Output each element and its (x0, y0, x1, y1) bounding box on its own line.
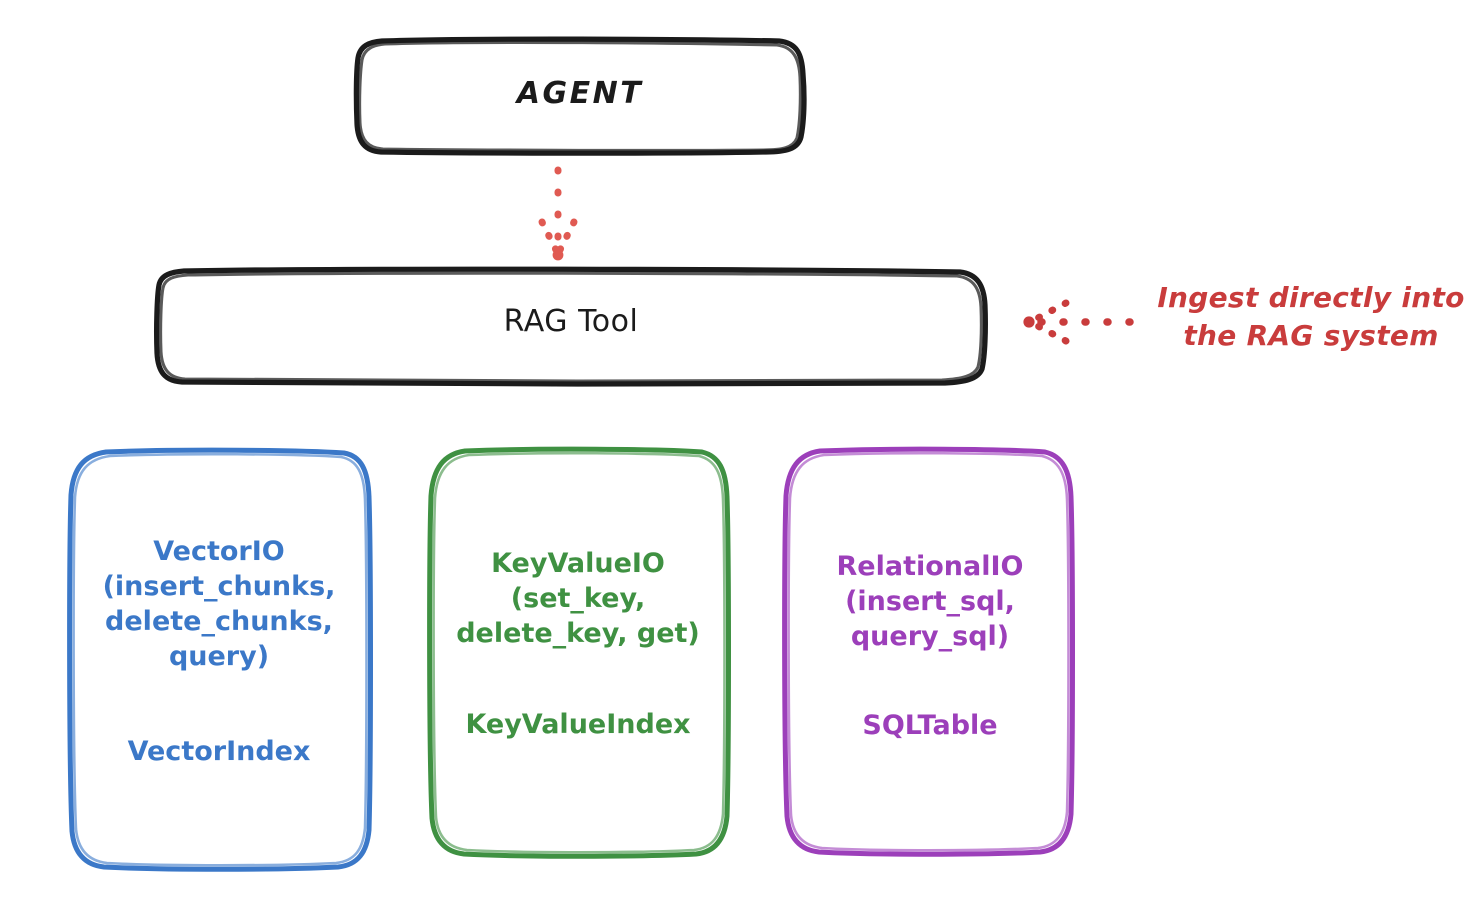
relational-io-box-sketch-overlay (787, 451, 1070, 852)
agent-box-outline (353, 36, 807, 156)
vector-io-box-sketch-overlay (72, 452, 368, 867)
agent-to-rag-tool-connector (538, 166, 578, 261)
rag-tool-box-sketch-overlay (159, 271, 983, 383)
ingest-arrowhead-tip (1023, 316, 1035, 328)
arrowhead-right-wing (555, 218, 578, 256)
key-value-io-box-sketch-overlay (432, 451, 726, 854)
ingest-arrowhead-bottom-wing (1030, 320, 1070, 345)
arrowhead-tip (552, 249, 564, 261)
ingest-annotation-text: Ingest directly into the RAG system (1157, 281, 1465, 353)
vector-io-node[interactable] (67, 447, 373, 872)
key-value-io-node[interactable] (427, 446, 731, 859)
rag-tool-box-outline (154, 266, 988, 387)
arrowhead-left-wing (538, 218, 561, 256)
key-value-io-box-outline (427, 446, 731, 859)
agent-node[interactable] (353, 36, 807, 156)
ingest-arrowhead-top-wing (1030, 299, 1070, 324)
relational-io-node[interactable] (782, 446, 1075, 857)
vector-io-box-outline (67, 447, 373, 872)
ingest-connector (1023, 299, 1134, 345)
rag-tool-node[interactable] (154, 266, 988, 387)
agent-box-sketch-overlay (358, 40, 802, 152)
relational-io-box-outline (782, 446, 1075, 857)
